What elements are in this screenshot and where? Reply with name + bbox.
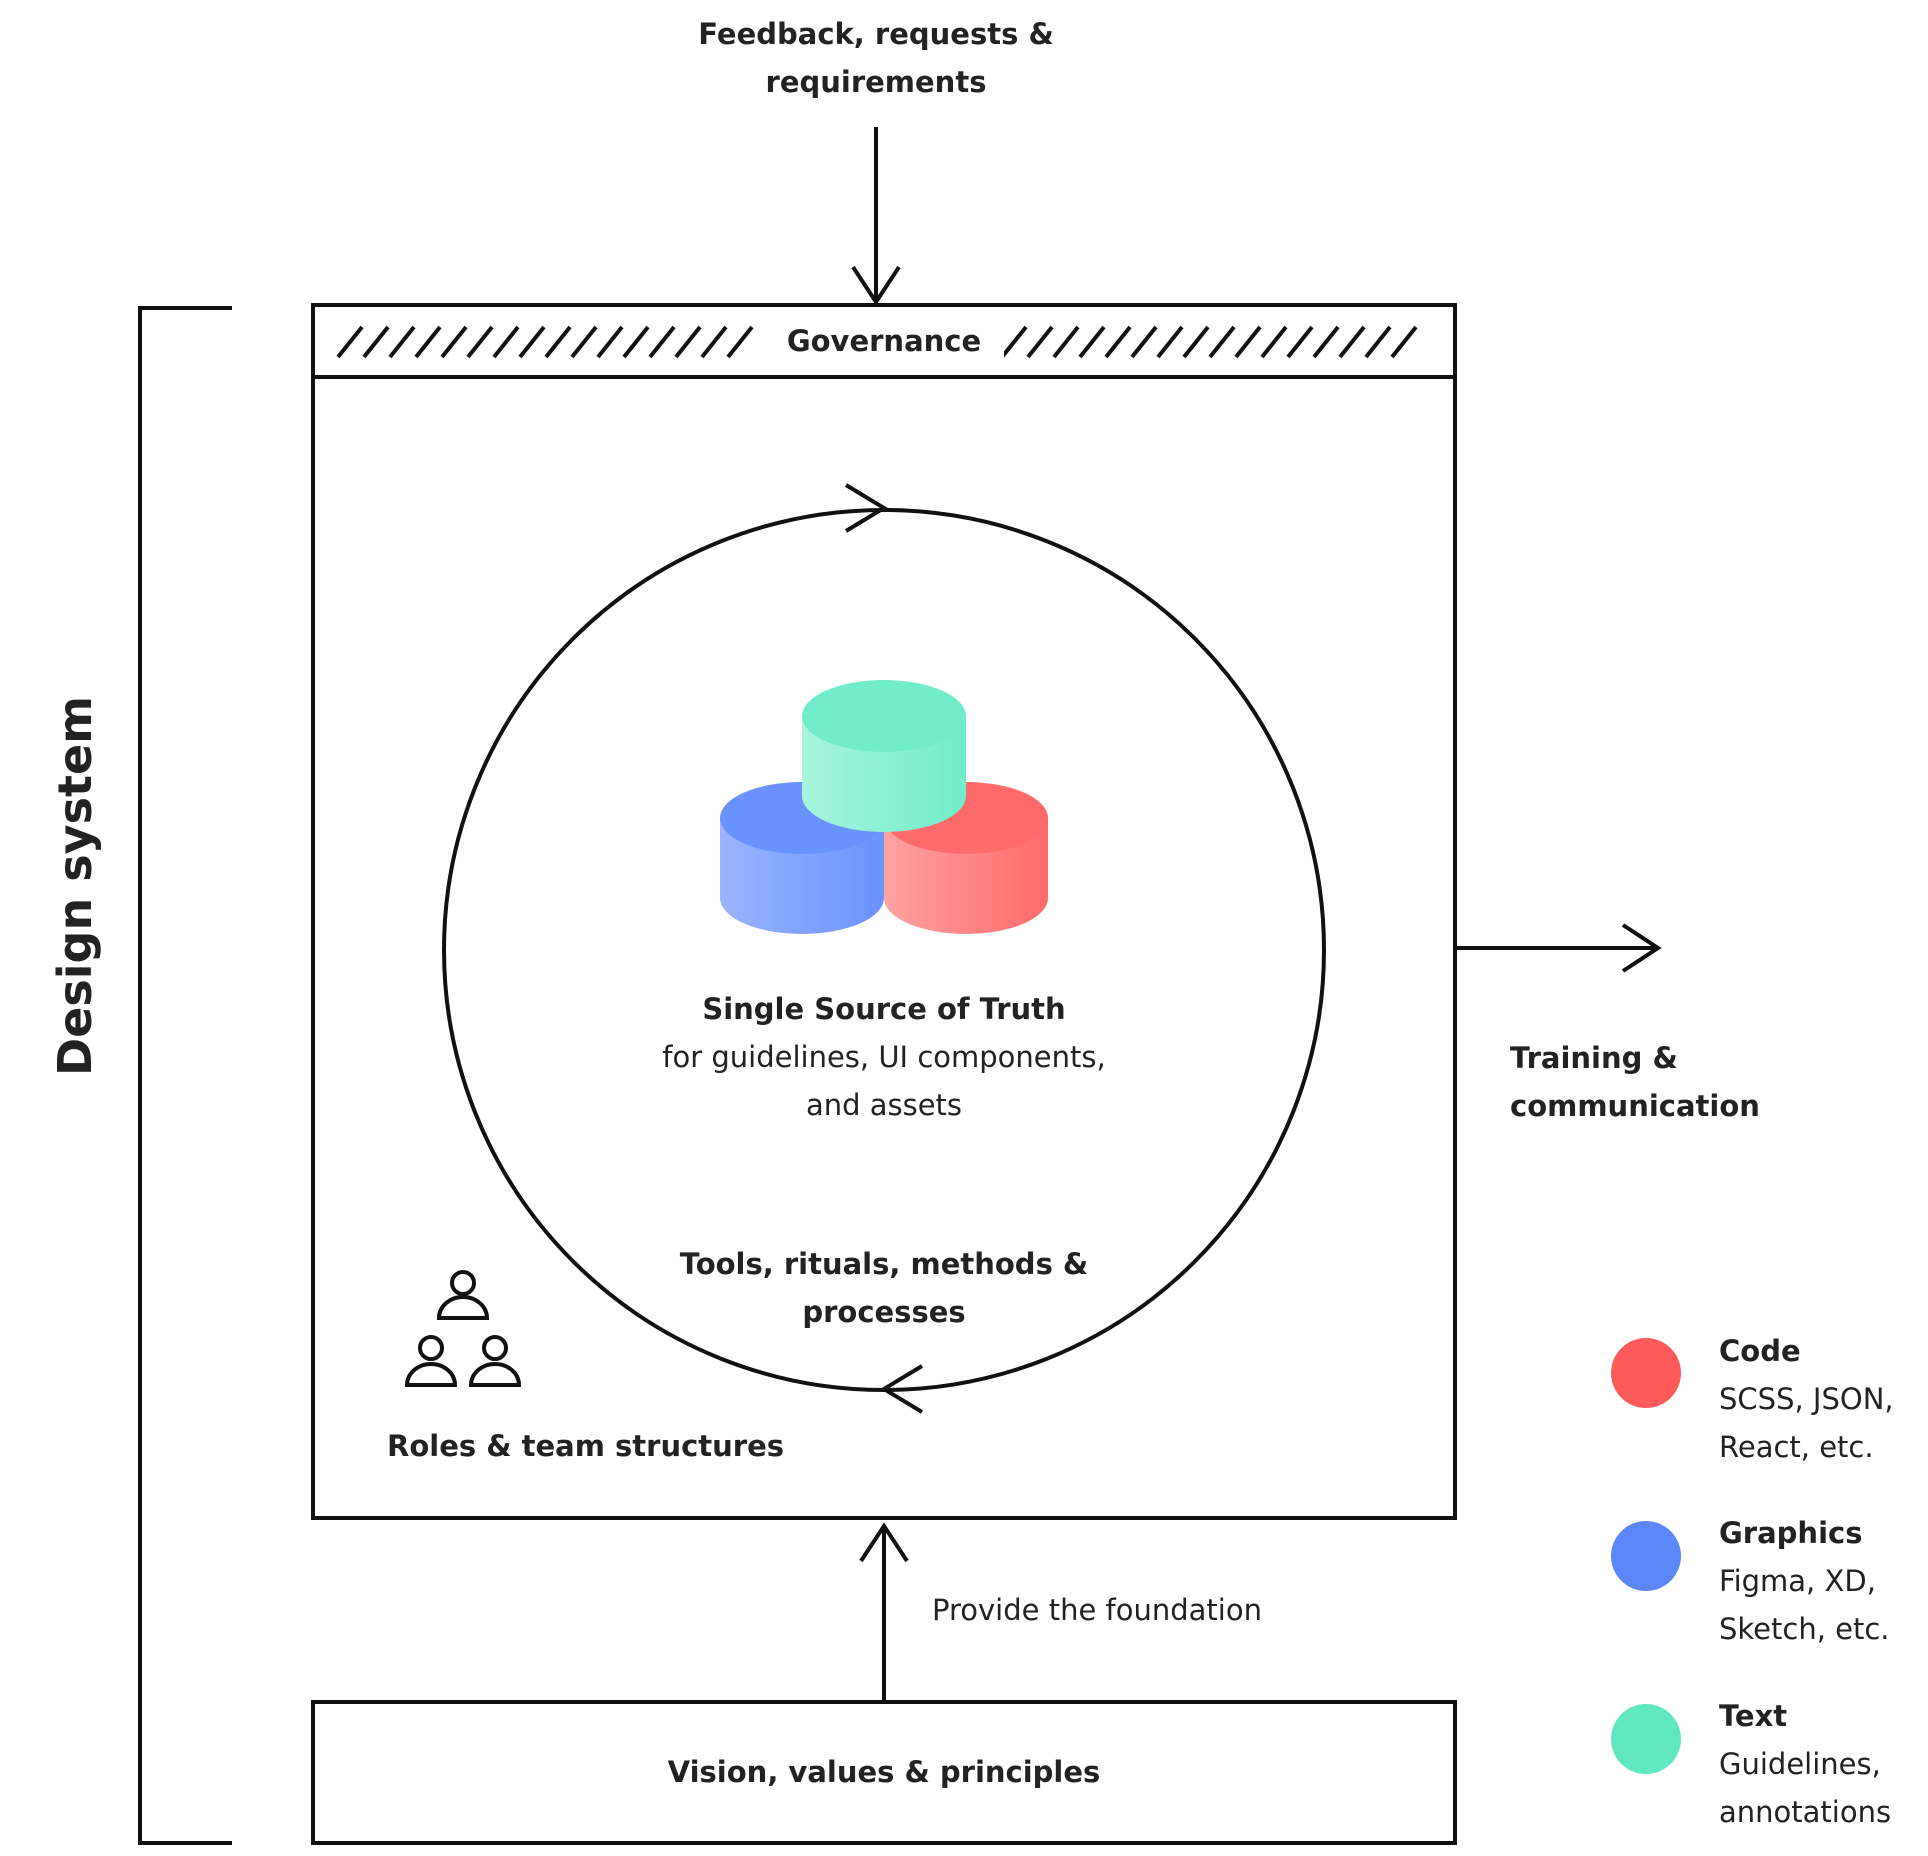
hatch-stroke [1208,325,1236,359]
hatch-stroke [388,325,416,359]
feedback-arrow [851,127,901,306]
team-icon [404,1270,522,1387]
foundation-arrow-label: Provide the foundation [932,1593,1262,1627]
hatch-stroke [544,325,572,359]
hatch-stroke [1078,325,1106,359]
governance-hatch-left [336,325,754,359]
training-arrow [1455,923,1662,973]
hatch-stroke [1364,325,1392,359]
hatch-stroke [518,325,546,359]
legend-text-line2: annotations [1719,1795,1892,1829]
database-graphics [720,782,884,934]
hatch-stroke [492,325,520,359]
cycle-label-line1: Tools, rituals, methods & [679,1247,1089,1281]
legend-graphics-line1: Figma, XD, [1719,1564,1876,1598]
legend-code-line1: SCSS, JSON, [1719,1382,1894,1416]
legend-code-line2: React, etc. [1719,1430,1874,1464]
hatch-stroke [622,325,650,359]
hatch-stroke [414,325,442,359]
database-text [802,680,966,832]
hatch-stroke [674,325,702,359]
feedback-label: Feedback, requests & requirements [626,10,1126,106]
roles-label: Roles & team structures [387,1429,785,1463]
legend-code-swatch [1611,1338,1681,1408]
hatch-stroke [596,325,624,359]
feedback-label-line2: requirements [765,65,987,99]
legend-graphics-swatch [1611,1521,1681,1591]
hatch-stroke [1286,325,1314,359]
legend-graphics-title: Graphics [1719,1516,1863,1550]
governance-label: Governance [764,317,1004,365]
legend-text-line1: Guidelines, [1719,1747,1881,1781]
hatch-stroke [1156,325,1184,359]
cycle-arrowhead-bottom [880,1364,924,1414]
feedback-label-line1: Feedback, requests & [698,17,1054,51]
legend-graphics-line2: Sketch, etc. [1719,1612,1890,1646]
cycle-label-line2: processes [802,1295,966,1329]
hatch-stroke [648,325,676,359]
main-box [311,303,1457,1520]
hatch-stroke [466,325,494,359]
hatch-stroke [1390,325,1418,359]
hatch-stroke [1130,325,1158,359]
hatch-stroke [726,325,754,359]
training-label: Training & communication [1510,1034,1810,1130]
hatch-stroke [1052,325,1080,359]
hatch-stroke [1104,325,1132,359]
training-label-line1: Training & [1510,1041,1678,1075]
hatch-stroke [1026,325,1054,359]
hatch-stroke [1260,325,1288,359]
database-stack-icon [720,680,1048,934]
legend-code-title: Code [1719,1334,1801,1368]
design-system-label: Design system [48,695,102,1076]
governance-hatch-right [1000,325,1418,359]
hatch-stroke [1182,325,1210,359]
foundation-arrow [859,1522,909,1700]
cycle-arrowhead-top [844,483,888,533]
hatch-stroke [700,325,728,359]
ssot-title: Single Source of Truth [702,992,1066,1026]
legend-text-swatch [1611,1704,1681,1774]
hatch-stroke [1000,325,1028,359]
training-label-line2: communication [1510,1089,1760,1123]
cycle-label: Tools, rituals, methods & processes [634,1240,1134,1336]
ssot-line3: and assets [805,1088,963,1122]
design-system-bracket [138,306,232,1845]
hatch-stroke [362,325,390,359]
hatch-stroke [1312,325,1340,359]
hatch-stroke [1338,325,1366,359]
ssot-text: Single Source of Truth for guidelines, U… [584,985,1184,1129]
legend-text-title: Text [1719,1699,1788,1733]
hatch-stroke [570,325,598,359]
ssot-line2: for guidelines, UI components, [662,1040,1106,1074]
hatch-stroke [1234,325,1262,359]
foundation-box [311,1700,1457,1845]
hatch-stroke [440,325,468,359]
hatch-stroke [336,325,364,359]
foundation-box-label: Vision, values & principles [667,1755,1101,1789]
